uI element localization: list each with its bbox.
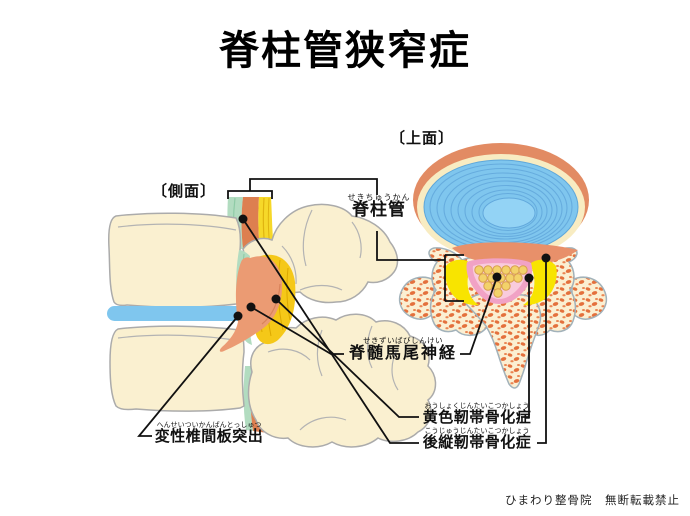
leader-lines [137, 178, 547, 444]
vertebra-bones [108, 203, 437, 448]
label-disc-protrusion-furigana: へんせいついかんばんとっしゅつ [156, 421, 262, 429]
pointer-dot [238, 214, 248, 224]
top-view-drawing [398, 143, 608, 389]
spinal-canal-bracket [444, 254, 464, 302]
spinal-canal-leader-down [376, 231, 445, 261]
pointer-dot [541, 253, 551, 263]
label-disc-protrusion: へんせいついかんばんとっしゅつ 変性椎間板突出 [150, 421, 268, 445]
pointer-dot [524, 273, 534, 283]
posterior-ligament-leader-left [242, 218, 419, 444]
side-view-drawing [107, 197, 437, 448]
copyright-notice: ひまわり整骨院 無断転載禁止 [505, 493, 680, 507]
label-cauda-equina: せきずいばびしんけい 脊髄馬尾神経 [344, 337, 462, 362]
label-cauda-equina-furigana: せきずいばびしんけい [363, 336, 443, 345]
label-posterior-ligament-furigana: こうじゅうじんたいこつかしょう [424, 427, 530, 435]
label-spinal-canal: せきちゅうかん 脊柱管 [340, 194, 418, 220]
yellow-ligament-top [445, 259, 557, 306]
label-posterior-ligament: こうじゅうじんたいこつかしょう 後縦靭帯骨化症 [420, 427, 534, 451]
cauda-equina-nerves [474, 265, 528, 298]
posterior-ligament-leader-right [537, 258, 547, 444]
label-posterior-ligament-text: 後縦靭帯骨化症 [422, 433, 532, 451]
top-view-caption: 〔上面〕 [390, 129, 455, 147]
disc-protrusion-leader [137, 315, 239, 437]
pointer-dots [233, 214, 551, 321]
pointer-dot [271, 294, 281, 304]
pointer-dot [246, 302, 256, 312]
pointer-dot [492, 272, 502, 282]
cauda-equina-leader-right [460, 276, 498, 355]
disc-blue-band [107, 306, 244, 321]
label-spinal-canal-text: 脊柱管 [352, 200, 406, 220]
label-yellow-ligament: おうしょくじんたいこつかしょう 黄色靭帯骨化症 [420, 402, 534, 426]
bone-detail-lines [117, 209, 399, 431]
label-cauda-equina-text: 脊髄馬尾神経 [348, 343, 457, 362]
label-yellow-ligament-furigana: おうしょくじんたいこつかしょう [424, 402, 530, 410]
page-title: 脊柱管狭窄症 [219, 28, 471, 74]
pointer-dot [233, 311, 243, 321]
label-disc-protrusion-text: 変性椎間板突出 [154, 427, 264, 445]
side-view-caption: 〔側面〕 [152, 182, 217, 200]
yellow-ligament-leader-left [275, 298, 419, 418]
spinal-canal-shape [466, 258, 533, 304]
yellow-ligament-leader-right [521, 278, 530, 418]
label-spinal-canal-furigana: せきちゅうかん [347, 193, 411, 202]
label-yellow-ligament-text: 黄色靭帯骨化症 [422, 408, 532, 426]
disc-oval [413, 143, 589, 260]
spinal-canal-leader-up [249, 178, 378, 195]
